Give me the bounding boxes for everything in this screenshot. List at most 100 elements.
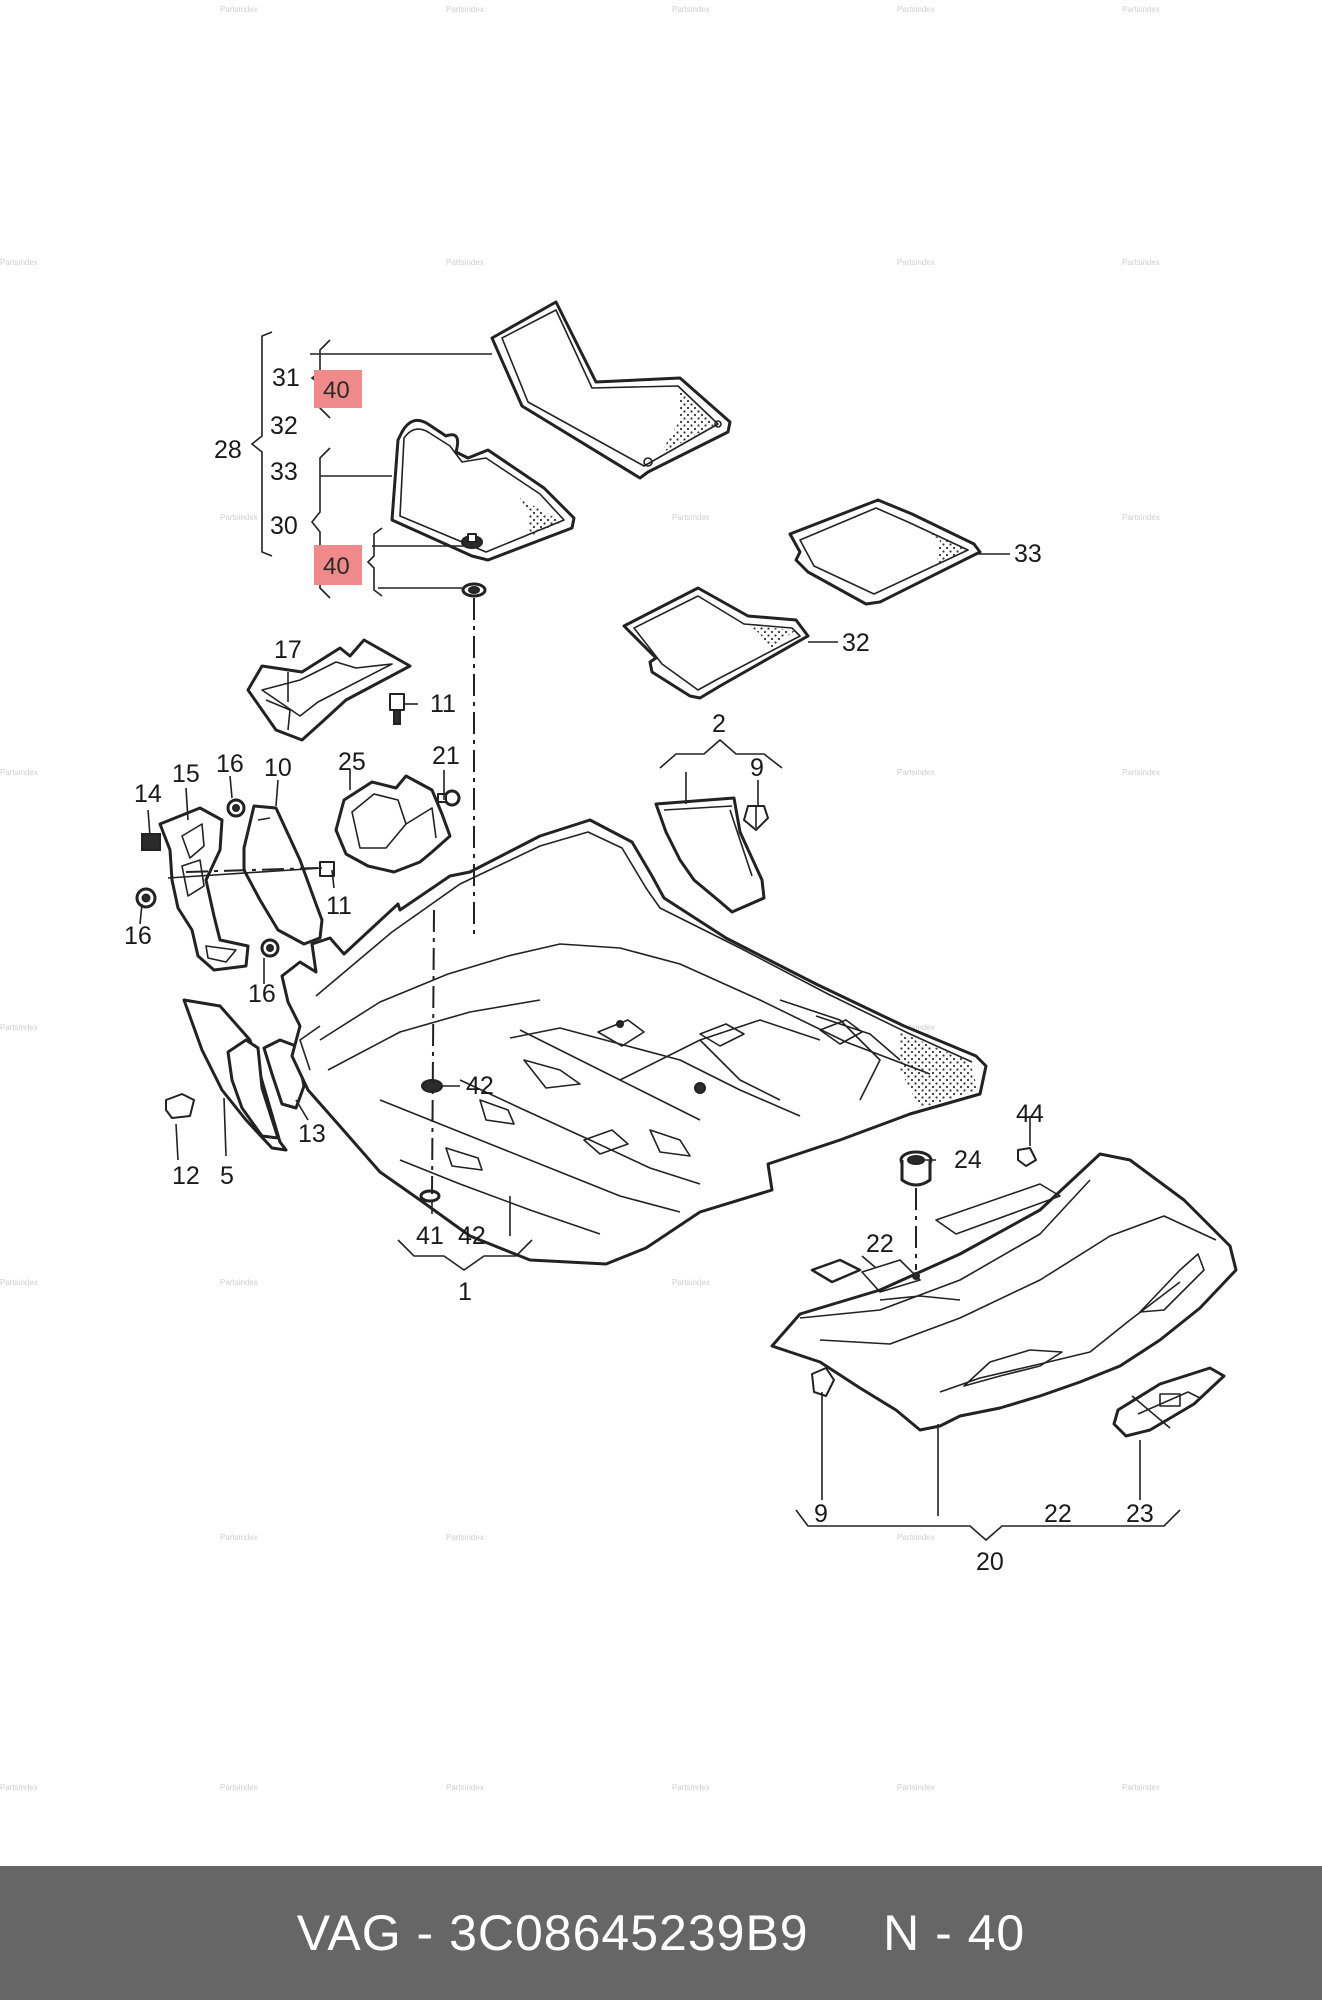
watermark: Partsindex xyxy=(672,1278,710,1287)
callout-17: 17 xyxy=(274,636,302,664)
watermark: Partsindex xyxy=(672,5,710,14)
cap-24 xyxy=(899,1150,933,1187)
callout-1: 1 xyxy=(458,1278,472,1306)
watermark: Partsindex xyxy=(0,258,38,267)
callout-10: 10 xyxy=(264,754,292,782)
watermark: Partsindex xyxy=(220,1278,258,1287)
watermark: Partsindex xyxy=(446,1783,484,1792)
callout-14: 14 xyxy=(134,780,162,808)
highlight-40-lower xyxy=(314,545,362,585)
clip-9-top xyxy=(743,805,769,831)
callout-22-lower: 22 xyxy=(1044,1500,1072,1528)
watermark: Partsindex xyxy=(672,1783,710,1792)
callout-31: 31 xyxy=(272,364,300,392)
front-floor-mat-large xyxy=(490,300,732,480)
callout-41: 41 xyxy=(416,1222,444,1250)
callout-32-right: 32 xyxy=(842,629,870,657)
callout-42-lower: 42 xyxy=(458,1222,486,1250)
watermark: Partsindex xyxy=(897,258,935,267)
watermark: Partsindex xyxy=(0,1783,38,1792)
watermark: Partsindex xyxy=(220,1533,258,1542)
braces xyxy=(250,331,1181,1542)
bracket-25 xyxy=(334,774,452,874)
luggage-floor-20 xyxy=(770,1152,1238,1432)
watermark: Partsindex xyxy=(1122,5,1160,14)
watermark: Partsindex xyxy=(897,1783,935,1792)
callout-42-upper: 42 xyxy=(466,1072,494,1100)
watermark: Partsindex xyxy=(672,513,710,522)
callout-11-bottom: 11 xyxy=(326,892,352,920)
watermark: Partsindex xyxy=(1122,513,1160,522)
nut-16-c xyxy=(260,938,280,958)
callout-12: 12 xyxy=(172,1162,200,1190)
callout-21: 21 xyxy=(432,742,460,770)
mat-fastener-lower xyxy=(461,582,487,598)
parts-diagram: Partsindex Partsindex Partsindex Partsin… xyxy=(0,5,1238,1792)
nut-14 xyxy=(141,833,161,851)
watermark: Partsindex xyxy=(0,1278,38,1287)
side-panel-5 xyxy=(182,998,288,1152)
callout-16-c: 16 xyxy=(248,980,276,1008)
side-trim-2 xyxy=(654,796,766,914)
callouts: 31 40 32 28 33 30 40 33 32 17 11 2 21 25… xyxy=(124,364,1154,1576)
callout-40-lower: 40 xyxy=(323,553,350,580)
watermark: Partsindex xyxy=(1122,768,1160,777)
nut-16-a xyxy=(226,798,246,818)
watermark: Partsindex xyxy=(1122,258,1160,267)
handle-23 xyxy=(1112,1366,1226,1438)
cover-10 xyxy=(242,804,324,946)
clip-44 xyxy=(1017,1147,1037,1167)
callout-16-a: 16 xyxy=(216,750,244,778)
callout-5: 5 xyxy=(220,1162,234,1190)
callout-33-right: 33 xyxy=(1014,540,1042,568)
callout-13: 13 xyxy=(298,1120,326,1148)
callout-9-top: 9 xyxy=(750,754,764,782)
callout-16-b: 16 xyxy=(124,922,152,950)
callout-30: 30 xyxy=(270,512,298,540)
rear-floor-mat-right xyxy=(788,498,982,606)
callout-2: 2 xyxy=(712,710,726,738)
watermark: Partsindex xyxy=(446,1533,484,1542)
callout-20: 20 xyxy=(976,1548,1004,1576)
callout-11-top: 11 xyxy=(430,690,456,718)
leader-lines xyxy=(139,353,1171,1516)
callout-32: 32 xyxy=(270,412,298,440)
callout-24: 24 xyxy=(954,1146,982,1174)
front-floor-mat-medium xyxy=(390,418,576,562)
clip-12 xyxy=(165,1093,195,1119)
clip-9-bottom xyxy=(811,1367,835,1397)
assembly-lines xyxy=(185,598,917,1270)
part-number-text: VAG - 3C08645239B9 N - 40 xyxy=(296,1905,1026,1961)
callout-25: 25 xyxy=(338,748,366,776)
clip-21 xyxy=(437,789,461,807)
screw-11-bottom xyxy=(167,861,335,879)
watermark: Partsindex xyxy=(0,1023,38,1032)
heat-shield-17 xyxy=(246,638,412,742)
callout-23: 23 xyxy=(1126,1500,1154,1528)
watermark: Partsindex xyxy=(220,513,258,522)
mat-fastener-upper xyxy=(461,533,483,549)
watermark: Partsindex xyxy=(220,1783,258,1792)
callout-44: 44 xyxy=(1016,1100,1044,1128)
watermark: Partsindex xyxy=(446,258,484,267)
rear-floor-mat-left xyxy=(622,586,810,700)
cover-22-small xyxy=(810,1258,862,1284)
part-number-footer: VAG - 3C08645239B9 N - 40 xyxy=(0,1866,1322,2000)
watermark: Partsindex xyxy=(1122,1783,1160,1792)
screw-11-top xyxy=(389,693,405,725)
watermark: Partsindex xyxy=(446,5,484,14)
nut-16-b xyxy=(135,887,157,909)
watermark: Partsindex xyxy=(0,768,38,777)
callout-15: 15 xyxy=(172,760,200,788)
highlight-40-upper xyxy=(314,370,362,408)
callout-28: 28 xyxy=(214,436,242,464)
bracket-assembly-15 xyxy=(158,806,250,972)
watermark: Partsindex xyxy=(897,1533,935,1542)
fastener-41 xyxy=(419,1189,441,1203)
callout-40-upper: 40 xyxy=(323,377,350,404)
watermark: Partsindex xyxy=(897,768,935,777)
watermark: Partsindex xyxy=(220,5,258,14)
watermark: Partsindex xyxy=(897,5,935,14)
watermark: Partsindex xyxy=(897,1023,935,1032)
callout-9-bottom: 9 xyxy=(814,1500,828,1528)
